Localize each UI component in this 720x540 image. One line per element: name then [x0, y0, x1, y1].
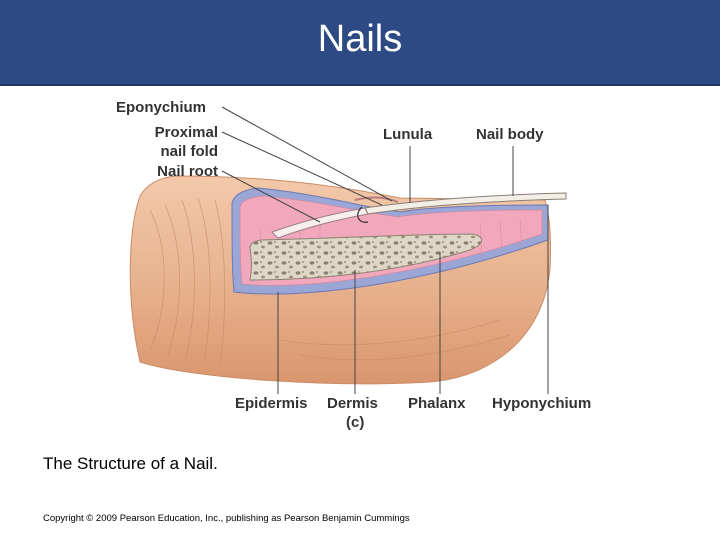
- skin-creases: [149, 197, 511, 367]
- label-hyponychium: Hyponychium: [492, 395, 591, 412]
- nail-body: [364, 192, 567, 215]
- nail-structure-diagram: Eponychium Proximal nail fold Nail root …: [116, 99, 591, 431]
- eponychium-fold: [354, 196, 399, 203]
- label-nail-body: Nail body: [476, 126, 544, 143]
- label-epidermis: Epidermis: [235, 395, 308, 412]
- label-phalanx: Phalanx: [408, 395, 466, 412]
- figure-caption: The Structure of a Nail.: [43, 454, 218, 473]
- slide-header: [0, 0, 720, 84]
- label-dermis: Dermis: [327, 395, 378, 412]
- label-proximal-nail-fold-1: Proximal: [155, 124, 218, 141]
- leader-lines: [221, 106, 549, 394]
- label-proximal-nail-fold-2: nail fold: [161, 143, 219, 160]
- label-nail-root: Nail root: [157, 163, 218, 180]
- copyright-notice: Copyright © 2009 Pearson Education, Inc.…: [43, 513, 410, 524]
- label-eponychium: Eponychium: [116, 99, 206, 116]
- header-divider: [0, 84, 720, 86]
- phalanx-bone: [249, 233, 482, 281]
- slide-title: Nails: [317, 18, 403, 60]
- panel-label: (c): [346, 414, 364, 431]
- lunula-mark: [357, 206, 369, 223]
- label-lunula: Lunula: [383, 126, 433, 143]
